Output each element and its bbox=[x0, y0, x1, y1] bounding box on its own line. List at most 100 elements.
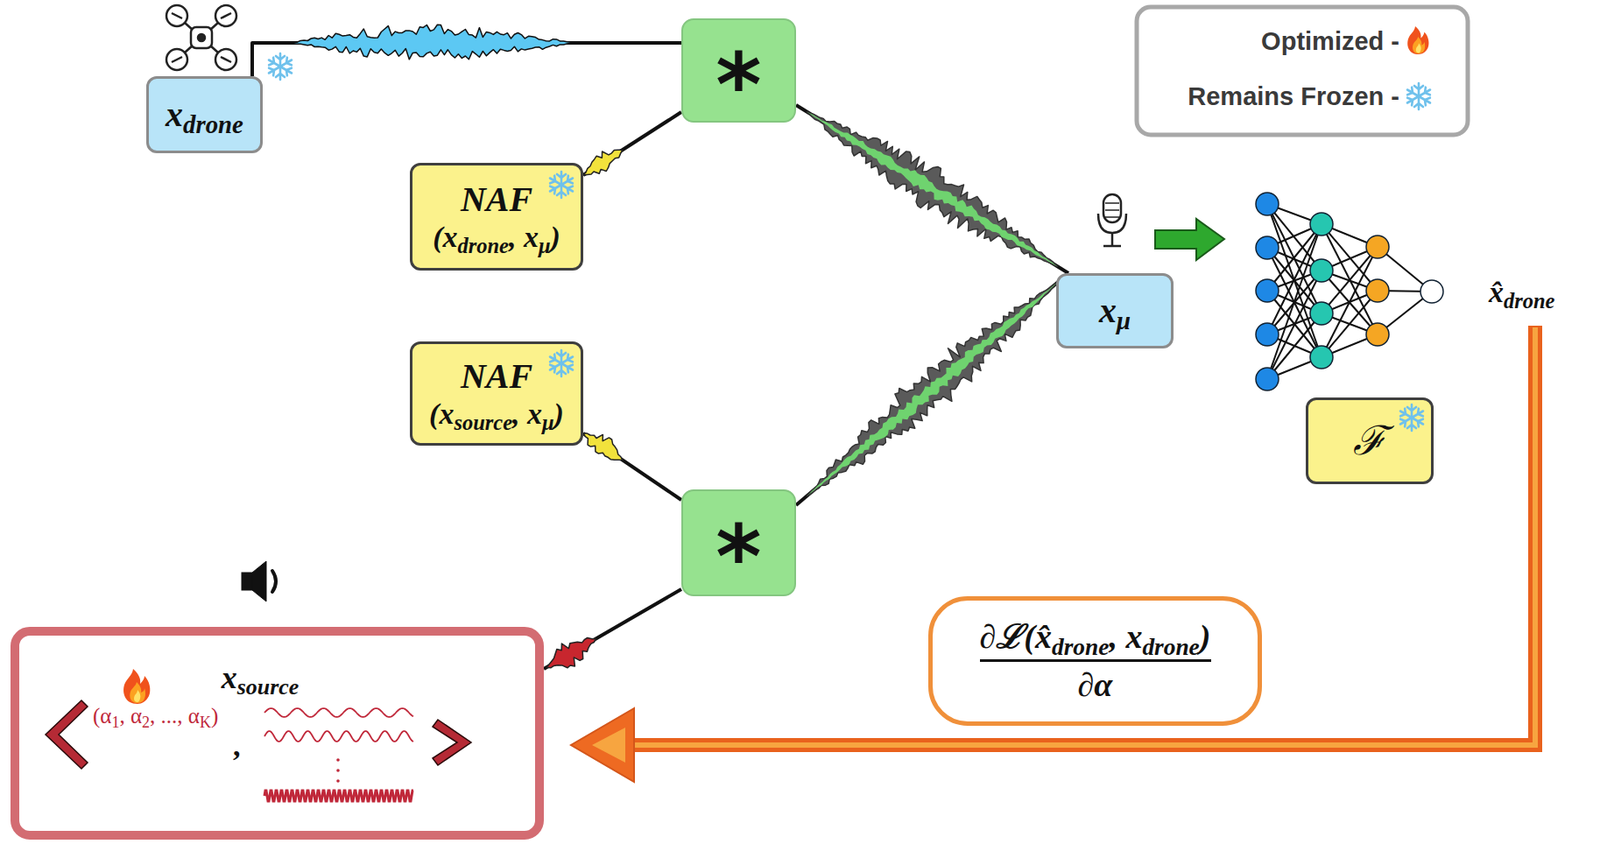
subscript: drone bbox=[1051, 633, 1109, 660]
source-illustration bbox=[19, 635, 536, 832]
speaker-icon bbox=[252, 561, 267, 602]
legend-frame bbox=[1405, 83, 1433, 110]
frozen-icon bbox=[1394, 400, 1430, 436]
source-illustration bbox=[336, 758, 340, 762]
subscript: 1 bbox=[111, 713, 120, 732]
node-label: * bbox=[715, 50, 762, 121]
node-label: (xsource, xμ) bbox=[429, 396, 564, 431]
network-unit bbox=[1255, 323, 1279, 346]
signal-box: xμ bbox=[1056, 273, 1174, 349]
frozen-icon bbox=[543, 167, 579, 203]
source-illustration bbox=[264, 708, 414, 718]
subscript: drone bbox=[1141, 633, 1199, 660]
drone-icon bbox=[197, 34, 205, 42]
source-illustration bbox=[123, 669, 150, 705]
network-unit bbox=[1255, 192, 1279, 216]
subscript: drone bbox=[183, 110, 244, 139]
subscript: drone bbox=[457, 233, 508, 258]
microphone-icon bbox=[1105, 203, 1120, 218]
connector bbox=[583, 112, 682, 176]
frozen-icon bbox=[267, 53, 295, 80]
waveform bbox=[806, 112, 1058, 268]
legend-label: Optimized - bbox=[1261, 27, 1400, 57]
fraction-bar bbox=[979, 659, 1212, 663]
legend-label: Remains Frozen - bbox=[1187, 82, 1400, 112]
speaker-icon bbox=[241, 572, 253, 591]
source-illustration bbox=[336, 779, 340, 783]
legend-frame bbox=[1136, 7, 1468, 135]
connector bbox=[796, 273, 1069, 506]
source-illustration bbox=[264, 731, 414, 742]
speaker-icon bbox=[272, 570, 276, 593]
waveform bbox=[806, 112, 1058, 268]
node-label: (α1, α2, ..., αK) bbox=[92, 704, 219, 730]
drone-icon bbox=[190, 27, 212, 49]
source-illustration bbox=[336, 768, 340, 773]
subscript: source bbox=[453, 410, 513, 435]
network-unit bbox=[1310, 212, 1333, 236]
connector bbox=[543, 589, 682, 670]
microphone-icon bbox=[1103, 194, 1121, 223]
source-illustration bbox=[264, 790, 414, 802]
neural-network bbox=[1255, 192, 1444, 391]
connector-line bbox=[583, 112, 682, 176]
network-link bbox=[1321, 290, 1378, 358]
node-label: xμ bbox=[1099, 290, 1131, 332]
connector bbox=[796, 105, 1069, 274]
drone-icon bbox=[171, 13, 232, 63]
legend-frame bbox=[1136, 7, 1468, 135]
node-label: , bbox=[232, 728, 241, 763]
network-unit bbox=[1255, 367, 1279, 391]
network-unit bbox=[1310, 259, 1333, 282]
microphone-icon bbox=[1098, 213, 1127, 233]
output-label: x̂drone bbox=[1488, 274, 1555, 310]
connector bbox=[583, 433, 682, 501]
connector-line bbox=[583, 433, 682, 501]
microphone-icon bbox=[1103, 232, 1121, 247]
legend-frame bbox=[1407, 26, 1429, 55]
frozen-icon bbox=[548, 171, 576, 198]
frozen-icon bbox=[548, 350, 576, 377]
waveform bbox=[583, 433, 623, 460]
subscript: source bbox=[237, 674, 300, 700]
network-link bbox=[1267, 313, 1322, 380]
loss-box: ∂ℒ(x̂drone, xdrone)∂α bbox=[928, 596, 1262, 726]
subscript: 2 bbox=[141, 713, 150, 732]
network-unit bbox=[1255, 236, 1279, 260]
source-illustration bbox=[45, 700, 88, 769]
subscript: drone bbox=[1503, 288, 1555, 313]
node-label: ∂ℒ(x̂drone, xdrone) bbox=[979, 618, 1212, 657]
subscript: μ bbox=[542, 410, 555, 435]
frozen-icon bbox=[543, 345, 579, 381]
network-unit bbox=[1310, 302, 1333, 325]
node-label: xsource bbox=[221, 660, 300, 697]
waveform bbox=[806, 282, 1058, 497]
microphone-icon bbox=[1098, 194, 1127, 247]
input-arrow bbox=[1155, 218, 1225, 261]
gradient-arrow bbox=[570, 708, 635, 783]
source-illustration bbox=[432, 719, 472, 766]
node-label: NAF bbox=[460, 356, 533, 397]
network-unit bbox=[1366, 323, 1389, 346]
convolution-box: * bbox=[681, 18, 797, 123]
gradient-arrow bbox=[592, 727, 626, 763]
node-label: (xdrone, xμ) bbox=[432, 219, 561, 254]
network-unit bbox=[1420, 280, 1444, 304]
connector bbox=[252, 24, 682, 77]
gradient-arrow bbox=[632, 327, 1536, 746]
node-label: xdrone bbox=[165, 94, 244, 135]
connector-line bbox=[796, 105, 1069, 274]
naf-box: NAF(xdrone, xμ) bbox=[409, 162, 584, 271]
node-label: NAF bbox=[460, 179, 533, 220]
waveform bbox=[286, 24, 574, 60]
gradient-arrow bbox=[570, 325, 1536, 783]
node-label: * bbox=[715, 522, 762, 593]
waveform bbox=[546, 638, 597, 669]
node-label: ℱ bbox=[1353, 417, 1387, 465]
waveform bbox=[806, 282, 1058, 497]
network-unit bbox=[1366, 235, 1389, 259]
network-unit bbox=[1255, 279, 1279, 303]
subscript: K bbox=[199, 713, 212, 732]
